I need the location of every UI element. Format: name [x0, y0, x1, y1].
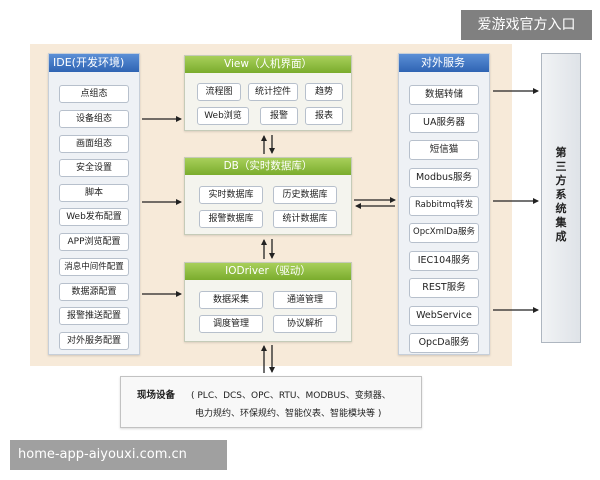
- view-title: View（人机界面）: [185, 56, 351, 73]
- watermark-top: 爱游戏官方入口: [461, 10, 592, 40]
- view-item-stat-control: 统计控件: [248, 83, 298, 101]
- db-item-history: 历史数据库: [273, 186, 337, 204]
- service-item-ua-server: UA服务器: [409, 113, 479, 133]
- services-panel: 对外服务 数据转储 UA服务器 短信猫 Modbus服务 Rabbitmq转发 …: [398, 53, 490, 355]
- service-item-opcda: OpcDa服务: [409, 333, 479, 353]
- ide-item-script: 脚本: [59, 184, 129, 202]
- service-item-modbus: Modbus服务: [409, 168, 479, 188]
- db-module: DB（实时数据库） 实时数据库 历史数据库 报警数据库 统计数据库: [184, 157, 352, 235]
- view-item-trend: 趋势: [305, 83, 343, 101]
- iodriver-module: IODriver（驱动） 数据采集 通道管理 调度管理 协议解析: [184, 262, 352, 342]
- service-item-opcxmlda: OpcXmlDa服务: [409, 223, 479, 243]
- view-item-web-browse: Web浏览: [197, 107, 249, 125]
- ide-item-app-browse: APP浏览配置: [59, 233, 129, 251]
- ide-item-security-settings: 安全设置: [59, 159, 129, 177]
- ide-item-device-config: 设备组态: [59, 110, 129, 128]
- ide-item-alarm-push: 报警推送配置: [59, 307, 129, 325]
- db-item-realtime: 实时数据库: [199, 186, 263, 204]
- service-item-rabbitmq: Rabbitmq转发: [409, 196, 479, 216]
- db-item-alarm: 报警数据库: [199, 210, 263, 228]
- iodriver-item-data-collection: 数据采集: [199, 291, 263, 309]
- view-module: View（人机界面） 流程图 统计控件 趋势 Web浏览 报警 报表: [184, 55, 352, 131]
- third-party-label: 第三方系统集成: [555, 146, 567, 243]
- service-item-webservice: WebService: [409, 306, 479, 326]
- service-item-sms-modem: 短信猫: [409, 140, 479, 160]
- iodriver-item-scheduling: 调度管理: [199, 315, 263, 333]
- db-item-statistics: 统计数据库: [273, 210, 337, 228]
- field-devices-line-1: ( PLC、DCS、OPC、RTU、MODBUS、变频器、: [191, 391, 391, 401]
- ide-item-web-publish: Web发布配置: [59, 208, 129, 226]
- field-devices-box: 现场设备 ( PLC、DCS、OPC、RTU、MODBUS、变频器、 电力规约、…: [120, 376, 422, 428]
- field-devices-title: 现场设备: [137, 390, 176, 401]
- services-title: 对外服务: [399, 54, 489, 72]
- ide-item-datasource: 数据源配置: [59, 283, 129, 301]
- service-item-data-dump: 数据转储: [409, 85, 479, 105]
- third-party-integration-bar: 第三方系统集成: [541, 53, 581, 343]
- ide-item-external-service: 对外服务配置: [59, 332, 129, 350]
- iodriver-item-channel-management: 通道管理: [273, 291, 337, 309]
- ide-item-message-middleware: 消息中间件配置: [59, 258, 129, 276]
- service-item-rest: REST服务: [409, 278, 479, 298]
- view-item-report: 报表: [305, 107, 343, 125]
- ide-item-screen-config: 画面组态: [59, 135, 129, 153]
- watermark-bottom: home-app-aiyouxi.com.cn: [10, 440, 227, 470]
- db-title: DB（实时数据库）: [185, 158, 351, 175]
- view-item-flowchart: 流程图: [197, 83, 241, 101]
- field-devices-line-2: 电力规约、环保规约、智能仪表、智能模块等 ): [195, 409, 382, 419]
- iodriver-item-protocol-parsing: 协议解析: [273, 315, 337, 333]
- ide-item-point-config: 点组态: [59, 85, 129, 103]
- view-item-alarm: 报警: [260, 107, 298, 125]
- ide-title: IDE(开发环境): [49, 54, 139, 72]
- ide-panel: IDE(开发环境) 点组态 设备组态 画面组态 安全设置 脚本 Web发布配置 …: [48, 53, 140, 355]
- service-item-iec104: IEC104服务: [409, 251, 479, 271]
- iodriver-title: IODriver（驱动）: [185, 263, 351, 280]
